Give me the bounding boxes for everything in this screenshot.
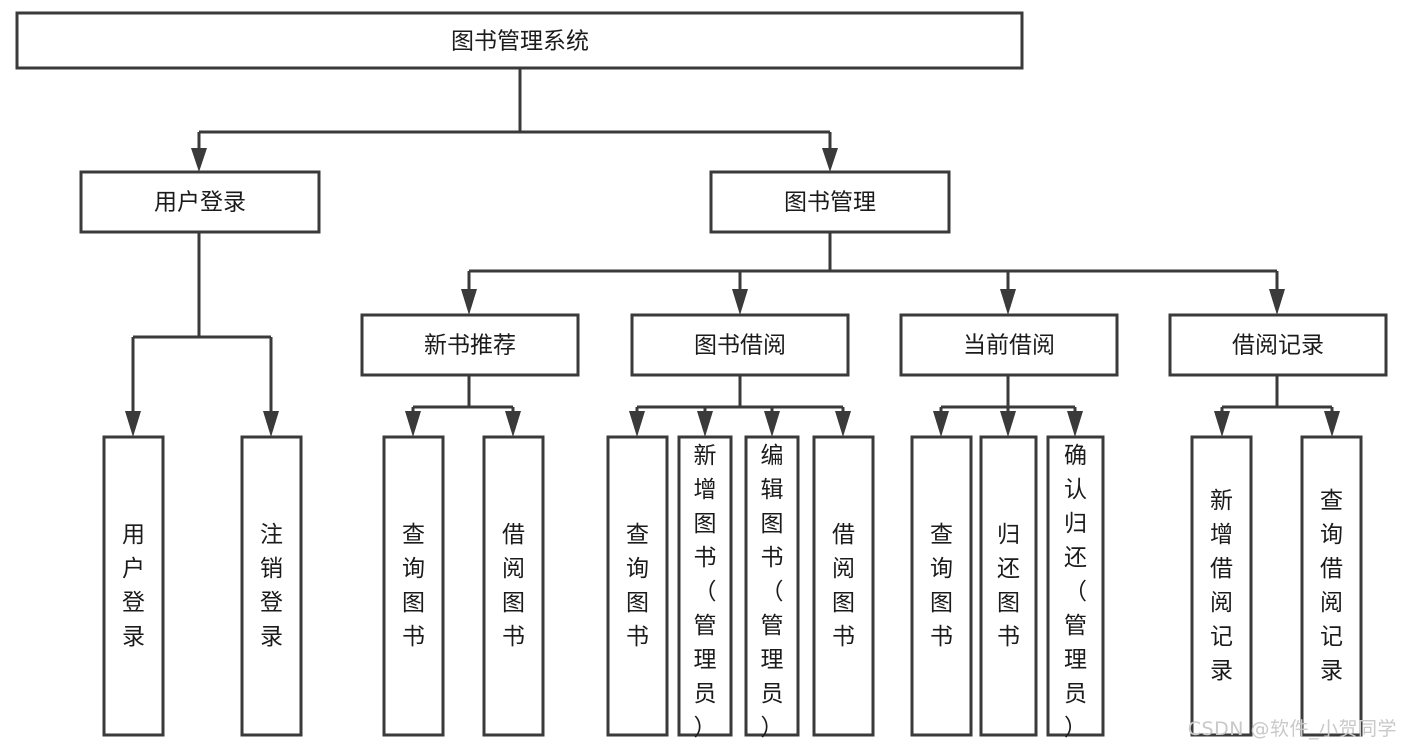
node-book-manage-box[interactable] [709, 170, 951, 234]
arrowhead-leaf-query-book-2 [629, 411, 645, 437]
arrowhead-leaf-query-book-3 [933, 411, 949, 437]
leaf-logout[interactable] [240, 435, 303, 737]
leaf-query-book-2-label: 查询图书 [626, 522, 649, 650]
node-root[interactable]: 图书管理系统 [15, 11, 1024, 70]
node-book-borrow[interactable]: 图书借阅 [630, 313, 850, 377]
leaf-borrow-book-1[interactable] [482, 435, 545, 737]
node-new-book-rec-box[interactable] [360, 313, 580, 377]
node-new-book-rec-label: 新书推荐 [424, 333, 516, 359]
leaf-query-book-1[interactable] [382, 435, 445, 737]
leaf-add-record[interactable] [1190, 435, 1253, 737]
node-current-borrow-label: 当前借阅 [963, 333, 1055, 359]
node-borrow-record-label: 借阅记录 [1232, 333, 1324, 359]
leaf-return-book[interactable] [979, 435, 1038, 737]
node-book-manage[interactable]: 图书管理 [709, 170, 951, 234]
arrowhead-leaf-confirm-return [1067, 411, 1083, 437]
leaf-query-book-3[interactable] [910, 435, 973, 737]
arrowhead-current-borrow [1000, 289, 1016, 315]
leaf-borrow-book-1-label: 借阅图书 [502, 522, 525, 650]
node-user-login-label: 用户登录 [154, 190, 246, 216]
node-root-box[interactable] [15, 11, 1024, 70]
leaf-user-login-label: 用户登录 [122, 522, 145, 650]
leaf-edit-book[interactable] [744, 435, 800, 737]
node-user-login[interactable]: 用户登录 [79, 170, 321, 234]
arrowhead-leaf-borrow-book-1 [505, 411, 521, 437]
arrowhead-leaf-logout [263, 411, 279, 437]
arrowhead-leaf-query-record [1324, 411, 1340, 437]
arrowhead-book-manage [822, 148, 838, 172]
leaf-query-book-2[interactable] [606, 435, 669, 737]
leaf-edit-book-box[interactable] [744, 435, 800, 737]
leaf-borrow-book-1-box[interactable] [482, 435, 545, 737]
leaf-confirm-return[interactable] [1046, 435, 1105, 737]
arrowhead-new-book-rec [461, 289, 477, 315]
arrowhead-borrow-record [1269, 289, 1285, 315]
arrowhead-book-borrow [732, 289, 748, 315]
connector-layer [125, 68, 1340, 437]
leaf-borrow-book-2[interactable] [812, 435, 875, 737]
node-borrow-record-box[interactable] [1168, 313, 1388, 377]
leaf-borrow-book-2-label: 借阅图书 [832, 522, 855, 650]
leaf-add-book-label: 新增图书（管理员） [694, 443, 717, 741]
leaf-query-record-box[interactable] [1300, 435, 1363, 737]
leaf-logout-box[interactable] [240, 435, 303, 737]
leaf-label-layer: 用户登录 注销登录 查询图书 借阅图书 查询图书 新增图书（管理员） 编辑图书（管理员） 借阅… [122, 443, 1343, 741]
leaf-add-book[interactable] [677, 435, 733, 737]
arrowhead-user-login [191, 148, 207, 172]
leaf-query-book-2-box[interactable] [606, 435, 669, 737]
arrowhead-leaf-edit-book [764, 411, 780, 437]
leaf-add-record-label: 新增借阅记录 [1210, 488, 1233, 684]
arrowhead-leaf-add-book [697, 411, 713, 437]
node-new-book-rec[interactable]: 新书推荐 [360, 313, 580, 377]
leaf-add-book-box[interactable] [677, 435, 733, 737]
arrowhead-leaf-add-record [1214, 411, 1230, 437]
arrowhead-leaf-return-book [1000, 411, 1016, 437]
leaf-query-record[interactable] [1300, 435, 1363, 737]
node-user-login-box[interactable] [79, 170, 321, 234]
node-current-borrow[interactable]: 当前借阅 [899, 313, 1119, 377]
leaf-confirm-return-label: 确认归还（管理员） [1064, 443, 1087, 741]
leaf-query-book-3-label: 查询图书 [930, 522, 953, 650]
leaf-return-book-box[interactable] [979, 435, 1038, 737]
leaf-query-book-1-label: 查询图书 [402, 522, 425, 650]
leaf-borrow-book-2-box[interactable] [812, 435, 875, 737]
leaf-add-record-box[interactable] [1190, 435, 1253, 737]
leaf-logout-label: 注销登录 [260, 522, 283, 650]
leaf-user-login[interactable] [102, 435, 165, 737]
leaf-query-book-3-box[interactable] [910, 435, 973, 737]
leaf-return-book-label: 归还图书 [997, 522, 1020, 650]
arrowhead-leaf-query-book-1 [405, 411, 421, 437]
leaf-confirm-return-box[interactable] [1046, 435, 1105, 737]
node-book-borrow-label: 图书借阅 [694, 333, 786, 359]
node-book-manage-label: 图书管理 [784, 190, 876, 216]
node-book-borrow-box[interactable] [630, 313, 850, 377]
arrowhead-leaf-user-login [125, 411, 141, 437]
arrowhead-leaf-borrow-book-2 [835, 411, 851, 437]
node-borrow-record[interactable]: 借阅记录 [1168, 313, 1388, 377]
leaf-user-login-box[interactable] [102, 435, 165, 737]
node-current-borrow-box[interactable] [899, 313, 1119, 377]
leaf-query-book-1-box[interactable] [382, 435, 445, 737]
leaf-edit-book-label: 编辑图书（管理员） [761, 443, 784, 741]
csdn-watermark: CSDN @软件_小贺同学 [1187, 718, 1397, 740]
leaf-query-record-label: 查询借阅记录 [1320, 488, 1343, 684]
node-root-label: 图书管理系统 [451, 29, 589, 55]
